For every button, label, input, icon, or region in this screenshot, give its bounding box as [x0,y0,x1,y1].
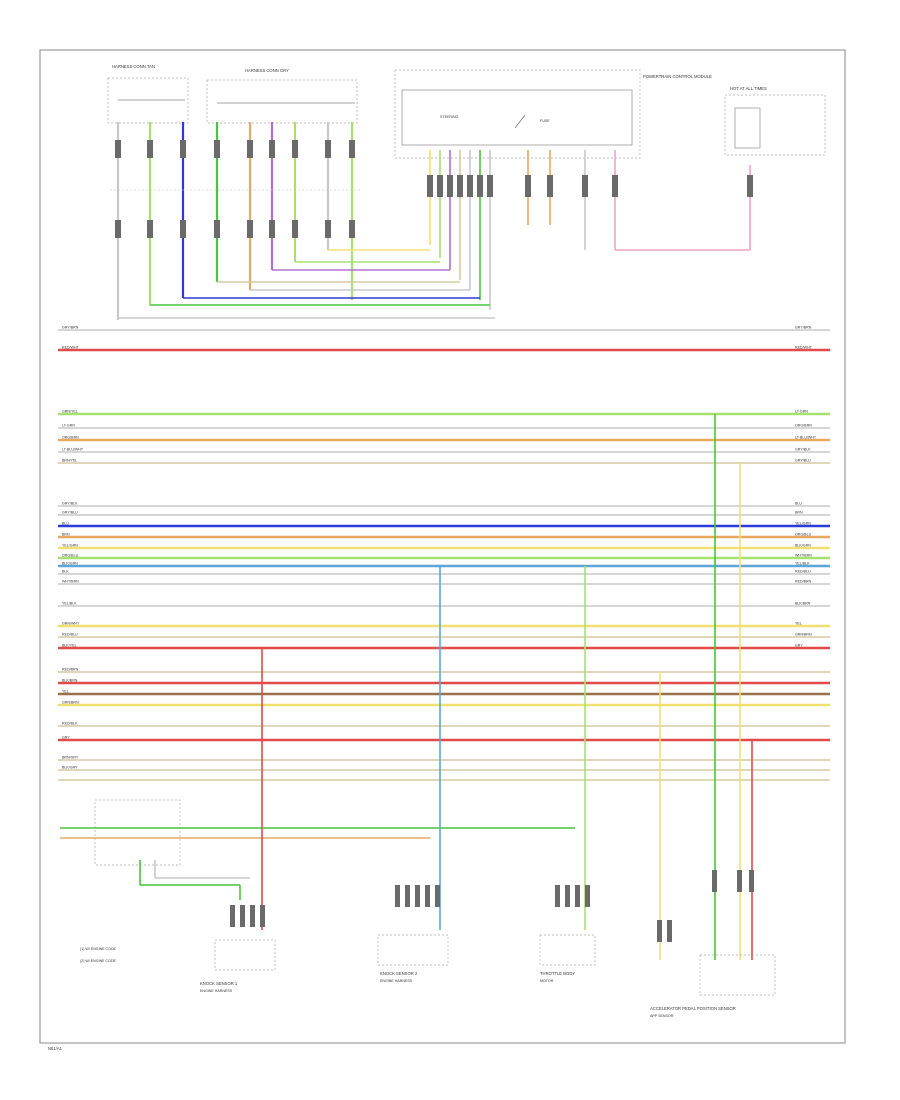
bus-wire-label-left: BLU [62,522,69,526]
bus-lines: GRY/BRN GRY/BRN RED/WHT RED/WHT GRN/YEL LT-GR… [58,326,830,781]
bus-wire-label-left: GRY/BRN [62,326,79,330]
top-cross-wires [118,249,495,319]
fuse-box: HOT AT ALL TIMES [724,86,826,156]
throttle-body-note: MOTOR [540,979,554,983]
bus-wire-label-right: ORG/BRN [795,424,812,428]
bus-wire-label-left: LT-GRN [62,424,75,428]
bus-wire-label-left: BLK/BRN [62,679,78,683]
bus-wire-label-left: GRY/BLU [62,511,78,515]
top-pins [115,140,355,238]
bus-wire-label-right: GRY [795,644,803,648]
knock-sensor-1-name: KNOCK SENSOR 1 [200,981,238,986]
harness-connector-b: HARNESS CONN GRY [206,68,358,124]
connector-a-label: HARNESS CONN TAN [112,64,155,69]
bus-wire-label-right: BLK/GRN [795,544,811,548]
module-note-2: FUSE [540,119,550,123]
bus-wire-label-right: RED/BLU [795,570,811,574]
bus-wire-label-left: GRN/WHT [62,622,80,626]
powertrain-control-module: POWERTRAIN CONTROL MODULE STEERING FUSE [394,69,712,159]
accelerator-pedal-sensor: ACCELERATOR PEDAL POSITION SENSOR APP SE… [650,870,776,1018]
bus-wire-label-right: GRY/BRN [795,326,812,330]
bus-wire-label-left: GRY [62,736,70,740]
knock-sensor-2: KNOCK SENSOR 2 ENGINE HARNESS [377,885,449,983]
bus-wire-label-left: YEL/BLK [62,602,77,606]
bus-wire-label-left: WHT/BRN [62,580,79,584]
bus-wire-label-right: RED/WHT [795,346,813,350]
bus-wire-label-left: GRN/YEL [62,410,78,414]
bus-wire-label-left: BRN/GRY [62,756,79,760]
knock-sensor-2-name: KNOCK SENSOR 2 [380,971,418,976]
bus-wire-label-left: BLK/GRN [62,562,78,566]
bus-wire-label-right: RED/BRN [795,580,812,584]
bus-wire-label-right: BLU [795,502,802,506]
knock-sensor-2-note: ENGINE HARNESS [380,979,413,983]
bus-wire-label-left: RED/BLU [62,633,78,637]
bus-wire-label-right: BLK/BRN [795,602,811,606]
bus-wire-label-left: BLK/GRY [62,766,78,770]
module-wires [429,150,751,310]
app-sensor-note: APP SENSOR [650,1014,674,1018]
bus-wire-label-left: BRN/YEL [62,459,77,463]
diagram-frame [39,49,846,1044]
connector-b-label: HARNESS CONN GRY [245,68,289,73]
throttle-body: THROTTLE BODY MOTOR [539,885,596,983]
bus-wire-label-right: GRN/BRN [795,633,812,637]
bus-wire-label-left: LT-BLU/WHT [62,448,84,452]
bus-wire-label-left: GRN/BRN [62,701,79,705]
knock-sensor-1: KNOCK SENSOR 1 ENGINE HARNESS [200,905,276,993]
legend-item-2: (2) W/ ENGINE CODE [80,959,117,963]
bus-wire-label-left: BLK [62,570,69,574]
bus-wire-label-right: BRN [795,511,803,515]
footer-code: N51/A1 [48,1046,63,1051]
bus-wire-label-left: RED/WHT [62,346,80,350]
app-sensor-name: ACCELERATOR PEDAL POSITION SENSOR [650,1006,736,1011]
vertical-drops [261,414,753,960]
bus-wire-label-right: ORG/BLU [795,533,812,537]
bus-wire-label-left: RED/BRN [62,668,79,672]
fuse-box-label: HOT AT ALL TIMES [730,86,767,91]
knock-sensor-1-note: ENGINE HARNESS [200,989,233,993]
module-pins [427,175,753,197]
bus-wire-label-left: YEL [62,690,69,694]
module-note-1: STEERING [440,115,459,119]
bus-wire-label-right: YEL/GRN [795,522,811,526]
bus-wire-label-left: RED/BLK [62,722,78,726]
bus-wire-label-right: YEL [795,622,802,626]
throttle-body-name: THROTTLE BODY [540,971,575,976]
bus-wire-label-right: LT-GRN [795,410,808,414]
splice-module [60,799,575,900]
bus-wire-label-left: BRN [62,533,70,537]
bus-wire-label-left: ORG/BRN [62,436,79,440]
bus-wire-label-right: LT-BLU/WHT [795,436,817,440]
bus-wire-label-left: BLK/YEL [62,644,77,648]
legend-item-1: (1) W/ ENGINE CODE [80,947,117,951]
legend: (1) W/ ENGINE CODE (2) W/ ENGINE CODE [80,947,117,963]
bus-wire-label-left: ORG/BLU [62,554,79,558]
module-label: POWERTRAIN CONTROL MODULE [643,74,712,79]
harness-connector-a: HARNESS CONN TAN [107,64,189,124]
bus-wire-label-right: GRY/BLU [795,459,811,463]
bus-wire-label-right: WHT/BRN [795,554,812,558]
bus-wire-label-left: GRY/BLK [62,502,78,506]
bus-wire-label-right: YEL/BLK [795,562,810,566]
bus-wire-label-left: YEL/GRN [62,544,78,548]
bus-wire-label-right: GRY/BLK [795,448,811,452]
